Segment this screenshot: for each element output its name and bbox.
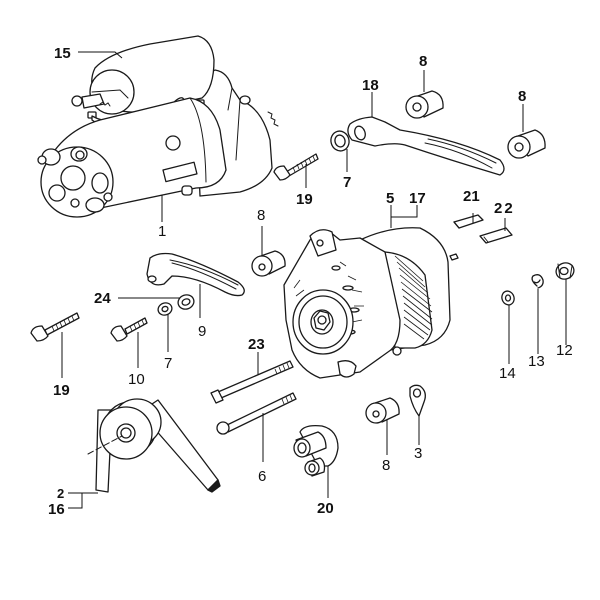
callout-18: 18: [362, 77, 379, 94]
callout-22: 22: [494, 200, 515, 217]
brush[interactable]: [479, 227, 513, 244]
spacer-collar[interactable]: [251, 250, 286, 277]
callout-10: 10: [128, 371, 145, 388]
spacer-collar[interactable]: [405, 90, 444, 119]
mounting-bracket[interactable]: [293, 424, 339, 477]
callout-8-mid: 8: [257, 207, 265, 224]
callout-5: 5: [386, 190, 394, 207]
spacer-collar[interactable]: [507, 129, 546, 159]
callout-19-upper: 19: [296, 191, 313, 208]
terminal-lug[interactable]: [409, 384, 426, 417]
callout-13: 13: [528, 353, 545, 370]
callout-16: 16: [48, 501, 65, 518]
washer[interactable]: [176, 293, 196, 312]
callout-1: 1: [158, 223, 166, 240]
bolt[interactable]: [273, 153, 319, 181]
callout-15: 15: [54, 45, 71, 62]
washer[interactable]: [329, 129, 352, 153]
callout-labels: 15 1 8 8 18 7 19 5 17 21 22 8 24 9 7 10 …: [48, 45, 573, 518]
stay-bracket[interactable]: [347, 116, 505, 176]
callout-7-lower: 7: [164, 355, 172, 372]
callout-17: 17: [409, 190, 426, 207]
callout-12: 12: [556, 342, 573, 359]
adjusting-bracket[interactable]: [146, 252, 245, 297]
bolt[interactable]: [110, 317, 148, 342]
callout-23: 23: [248, 336, 265, 353]
v-belt[interactable]: [87, 398, 221, 493]
callout-20: 20: [317, 500, 334, 517]
callout-8-top: 8: [419, 53, 427, 70]
callout-19-lower: 19: [53, 382, 70, 399]
long-bolt[interactable]: [216, 392, 297, 435]
callout-7-upper: 7: [343, 174, 351, 191]
callout-9: 9: [198, 323, 206, 340]
callout-6: 6: [258, 468, 266, 485]
callout-2: 2: [57, 486, 64, 501]
callout-8-low: 8: [382, 457, 390, 474]
solenoid-switch[interactable]: [71, 35, 215, 119]
flat-washer[interactable]: [500, 289, 516, 306]
callout-14: 14: [499, 365, 516, 382]
callout-3: 3: [414, 445, 422, 462]
bolt[interactable]: [30, 312, 80, 342]
brush[interactable]: [453, 214, 484, 229]
starter-motor[interactable]: [37, 35, 279, 218]
spring-washer[interactable]: [531, 274, 544, 289]
callout-24: 24: [94, 290, 111, 307]
spacer-collar[interactable]: [365, 397, 400, 424]
callout-21: 21: [463, 188, 480, 205]
through-bolt[interactable]: [210, 360, 294, 404]
leader-lines: [61, 51, 567, 509]
callout-8-right: 8: [518, 88, 526, 105]
washer[interactable]: [156, 301, 173, 317]
alternator[interactable]: [283, 227, 459, 379]
nut[interactable]: [554, 260, 576, 281]
